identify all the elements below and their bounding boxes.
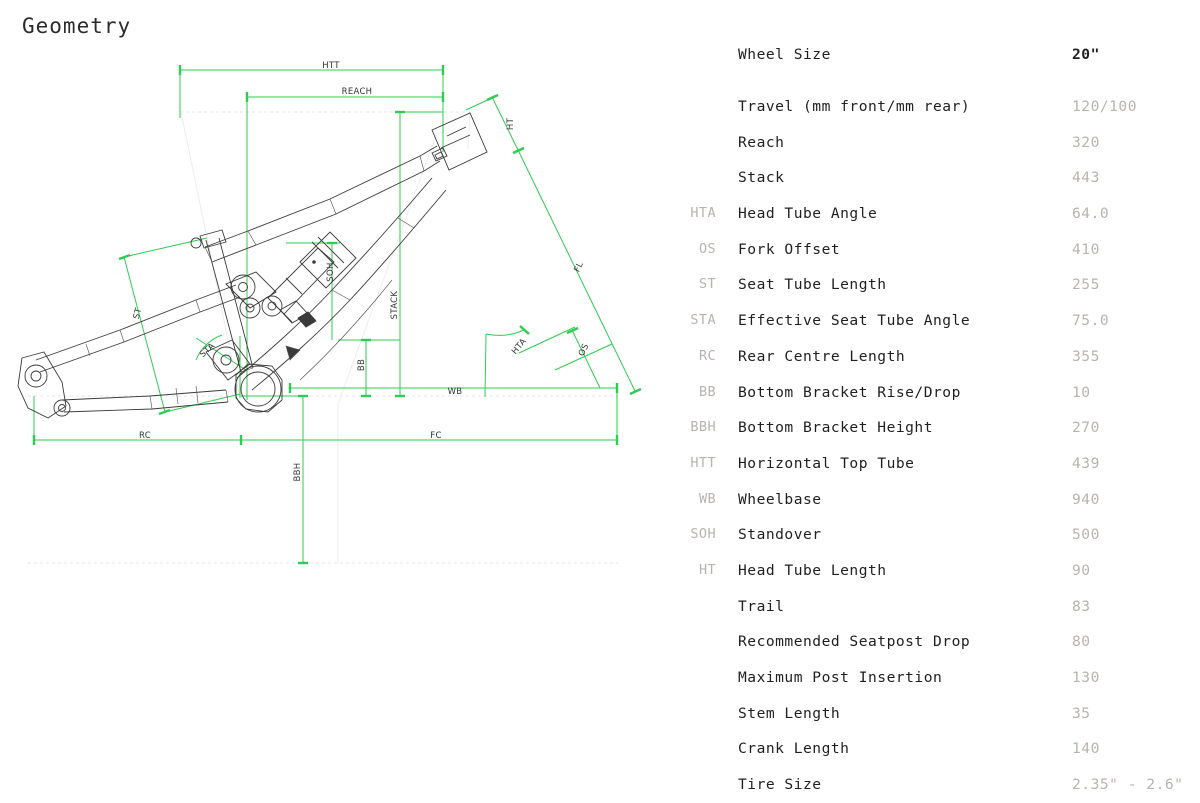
spec-row: HTA Head Tube Angle 64.0 xyxy=(670,196,1190,232)
spec-row: RC Rear Centre Length 355 xyxy=(670,339,1190,375)
spec-label: Head Tube Length xyxy=(738,561,887,579)
spec-label: Maximum Post Insertion xyxy=(738,669,943,686)
dim-label-HT: HT xyxy=(506,117,516,130)
spec-label: Head Tube Angle xyxy=(738,205,878,223)
spec-label: Horizontal Top Tube xyxy=(738,454,915,472)
spec-label: Trail xyxy=(738,597,785,615)
spec-label: Effective Seat Tube Angle xyxy=(738,312,971,330)
dim-label-WB: WB xyxy=(448,387,463,397)
spec-value: 320 xyxy=(1072,133,1100,151)
spec-label: Seat Tube Length xyxy=(738,276,887,294)
spec-row: HTT Horizontal Top Tube 439 xyxy=(670,446,1190,482)
spec-row: ST Seat Tube Length 255 xyxy=(670,267,1190,303)
dim-label-BBH: BBH xyxy=(293,463,303,482)
spec-value: 64.0 xyxy=(1072,205,1110,223)
spec-row: Recommended Seatpost Drop 80 xyxy=(670,624,1190,660)
dim-label-BB: BB xyxy=(357,359,367,371)
spec-row: OS Fork Offset 410 xyxy=(670,232,1190,268)
spec-label: Recommended Seatpost Drop xyxy=(738,633,971,651)
dim-label-STA: STA xyxy=(198,341,217,360)
spec-value: 35 xyxy=(1072,704,1091,722)
spec-label: Tire Size xyxy=(738,776,822,794)
spec-label: Stack xyxy=(738,169,785,187)
spec-row: SOH Standover 500 xyxy=(670,517,1190,553)
spec-value: 443 xyxy=(1072,169,1100,187)
spec-value: 80 xyxy=(1072,633,1091,651)
spec-label: Wheelbase xyxy=(738,490,822,508)
spec-row: Tire Size 2.35" - 2.6" xyxy=(670,767,1190,803)
spec-value: 500 xyxy=(1072,526,1100,544)
dim-label-SOH: SOH xyxy=(326,262,336,281)
spec-row: Wheel Size 20" xyxy=(670,34,1190,89)
dim-label-RC: RC xyxy=(139,431,151,441)
spec-label: Stem Length xyxy=(738,704,841,722)
spec-abbreviation: RC xyxy=(698,347,716,364)
spec-abbreviation: ST xyxy=(698,276,716,293)
spec-label: Crank Length xyxy=(738,740,850,758)
dim-label-OS: OS xyxy=(577,342,592,358)
spec-row: Maximum Post Insertion 130 xyxy=(670,660,1190,696)
spec-row: HT Head Tube Length 90 xyxy=(670,553,1190,589)
spec-row: Stack 443 xyxy=(670,160,1190,196)
dim-label-FL: FL xyxy=(572,260,585,274)
spec-row: Travel (mm front/mm rear) 120/100 xyxy=(670,89,1190,125)
spec-row: WB Wheelbase 940 xyxy=(670,482,1190,518)
spec-value: 2.35" - 2.6" xyxy=(1072,776,1184,794)
spec-value: 140 xyxy=(1072,740,1100,758)
spec-label: Bottom Bracket Rise/Drop xyxy=(738,383,961,401)
dim-label-ST: ST xyxy=(132,306,145,320)
spec-abbreviation: BBH xyxy=(690,419,716,436)
spec-abbreviation: BB xyxy=(698,383,716,400)
spec-value: 75.0 xyxy=(1072,312,1110,330)
spec-value: 940 xyxy=(1072,490,1100,508)
spec-label: Rear Centre Length xyxy=(738,347,906,365)
spec-label: Fork Offset xyxy=(738,240,841,258)
spec-value: 410 xyxy=(1072,240,1100,258)
spec-abbreviation: OS xyxy=(698,240,716,257)
dim-label-HTA: HTA xyxy=(510,337,529,357)
dim-label-FC: FC xyxy=(430,431,441,441)
spec-row: BB Bottom Bracket Rise/Drop 10 xyxy=(670,375,1190,411)
spec-value: 270 xyxy=(1072,419,1100,437)
bicycle-geometry-diagram: .g{stroke:#2ecc52;stroke-width:1;fill:no… xyxy=(0,0,670,600)
dim-label-STACK: STACK xyxy=(390,291,400,320)
spec-row: Trail 83 xyxy=(670,589,1190,625)
spec-label: Wheel Size xyxy=(738,46,831,63)
spec-value: 120/100 xyxy=(1072,98,1138,115)
page-title: Geometry xyxy=(22,14,132,38)
spec-abbreviation: STA xyxy=(690,312,716,329)
geometry-spec-table: Wheel Size 20" Travel (mm front/mm rear) 12… xyxy=(670,34,1190,803)
spec-abbreviation: HTA xyxy=(690,205,716,222)
spec-value: 130 xyxy=(1072,669,1100,686)
spec-row: Stem Length 35 xyxy=(670,696,1190,732)
spec-row: BBH Bottom Bracket Height 270 xyxy=(670,410,1190,446)
spec-value: 90 xyxy=(1072,561,1091,579)
spec-value: 20" xyxy=(1072,46,1100,63)
spec-label: Travel (mm front/mm rear) xyxy=(738,98,971,115)
spec-row: STA Effective Seat Tube Angle 75.0 xyxy=(670,303,1190,339)
spec-value: 255 xyxy=(1072,276,1100,294)
spec-abbreviation: HT xyxy=(698,561,716,578)
spec-label: Bottom Bracket Height xyxy=(738,419,934,437)
dim-label-HTT: HTT xyxy=(322,61,340,71)
spec-value: 439 xyxy=(1072,454,1100,472)
spec-row: Reach 320 xyxy=(670,125,1190,161)
spec-label: Standover xyxy=(738,526,822,544)
spec-abbreviation: SOH xyxy=(690,526,716,543)
spec-row: Crank Length 140 xyxy=(670,731,1190,767)
spec-value: 10 xyxy=(1072,383,1091,401)
spec-value: 83 xyxy=(1072,597,1091,615)
dim-label-REACH: REACH xyxy=(342,87,373,97)
spec-label: Reach xyxy=(738,133,785,151)
spec-abbreviation: HTT xyxy=(690,454,716,471)
spec-value: 355 xyxy=(1072,347,1100,365)
spec-abbreviation: WB xyxy=(698,490,716,507)
